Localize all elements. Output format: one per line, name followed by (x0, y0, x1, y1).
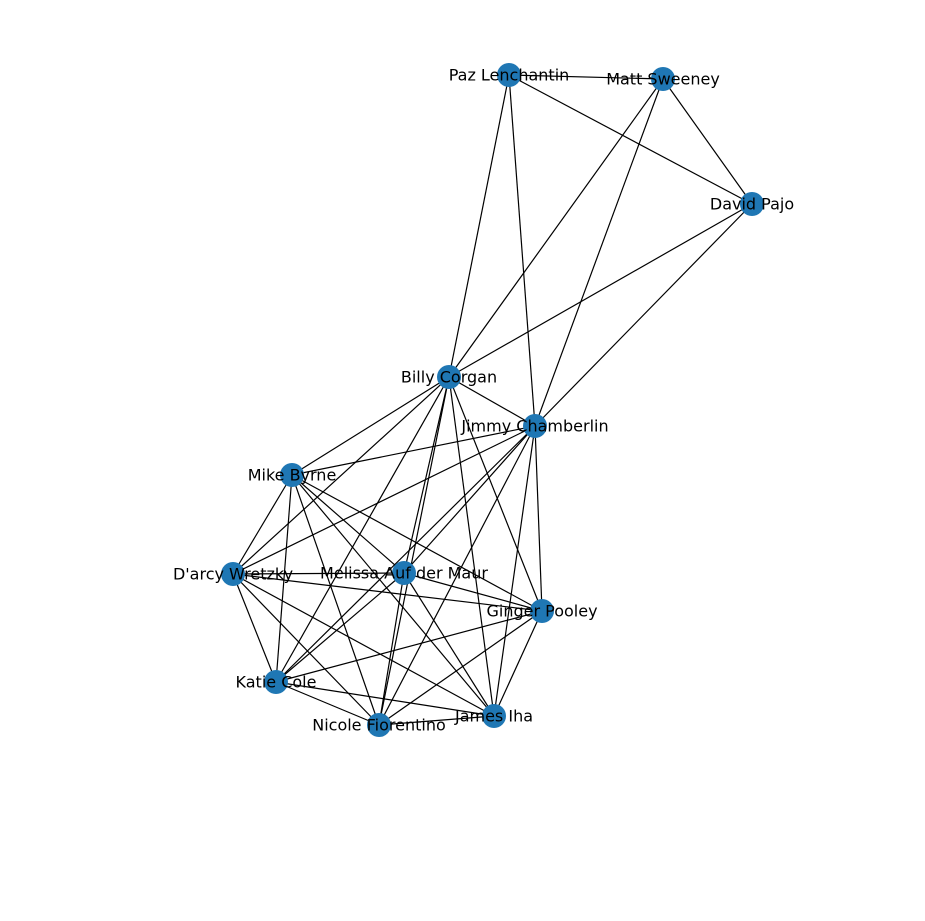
edge-jimmy-ginger (534, 425, 543, 612)
edge-david-jimmy (534, 203, 753, 427)
edge-paz-matt (508, 74, 664, 80)
node-label-ginger: Ginger Pooley (486, 602, 597, 621)
node-katie (264, 670, 288, 694)
node-label-mike: Mike Byrne (248, 466, 337, 485)
node-billy (437, 365, 461, 389)
edge-mike-ginger (291, 474, 543, 612)
edge-jimmy-melissa (403, 425, 536, 574)
edge-david-billy (448, 203, 753, 378)
edge-jimmy-james (493, 425, 536, 717)
edge-billy-melissa (403, 376, 450, 574)
edges-layer (232, 74, 753, 726)
node-label-billy: Billy Corgan (401, 368, 497, 387)
edge-paz-jimmy (508, 74, 536, 427)
edge-billy-nicole (378, 376, 450, 726)
edge-melissa-james (403, 572, 495, 717)
edge-mike-melissa (291, 474, 405, 574)
edge-jimmy-mike (291, 425, 536, 476)
edge-ginger-james (493, 610, 543, 717)
edge-mike-nicole (291, 474, 380, 726)
node-label-paz: Paz Lenchantin (449, 66, 570, 85)
edge-melissa-katie (275, 572, 405, 683)
edge-paz-david (508, 74, 753, 205)
edge-darcy-katie (232, 573, 277, 683)
edge-billy-ginger (448, 376, 543, 612)
edge-billy-mike (291, 376, 450, 476)
node-label-katie: Katie Cole (236, 673, 317, 692)
node-melissa (392, 561, 416, 585)
node-label-matt: Matt Sweeney (606, 70, 720, 89)
edge-james-nicole (378, 715, 495, 726)
edge-melissa-ginger (403, 572, 543, 612)
edge-mike-darcy (232, 474, 293, 575)
node-label-james: James Iha (454, 707, 533, 726)
node-mike (280, 463, 304, 487)
edge-billy-darcy (232, 376, 450, 575)
edge-ginger-nicole (378, 610, 543, 726)
edge-melissa-nicole (378, 572, 405, 726)
node-label-jimmy: Jimmy Chamberlin (460, 417, 608, 436)
edge-matt-jimmy (534, 78, 664, 427)
edge-darcy-ginger (232, 573, 543, 612)
node-label-david: David Pajo (710, 195, 794, 214)
edge-billy-jimmy (448, 376, 536, 427)
edge-mike-james (291, 474, 495, 717)
edge-ginger-katie (275, 610, 543, 683)
node-jimmy (523, 414, 547, 438)
edge-darcy-nicole (232, 573, 380, 726)
nodes-layer (221, 63, 764, 737)
node-darcy (221, 562, 245, 586)
node-paz (497, 63, 521, 87)
edge-matt-david (662, 78, 753, 205)
edge-mike-katie (275, 474, 293, 683)
edge-matt-billy (448, 78, 664, 378)
node-label-nicole: Nicole Fiorentino (312, 716, 446, 735)
node-james (482, 704, 506, 728)
edge-darcy-melissa (232, 572, 405, 575)
edge-paz-billy (448, 74, 510, 378)
node-ginger (530, 599, 554, 623)
edge-katie-james (275, 681, 495, 717)
edge-billy-katie (275, 376, 450, 683)
edge-katie-nicole (275, 681, 380, 726)
edge-jimmy-katie (275, 425, 536, 683)
node-label-melissa: Melissa Auf der Maur (320, 564, 488, 583)
edge-jimmy-nicole (378, 425, 536, 726)
node-nicole (367, 713, 391, 737)
edge-darcy-james (232, 573, 495, 717)
node-matt (651, 67, 675, 91)
edge-jimmy-darcy (232, 425, 536, 575)
node-david (740, 192, 764, 216)
node-label-darcy: D'arcy Wretzky (173, 565, 293, 584)
